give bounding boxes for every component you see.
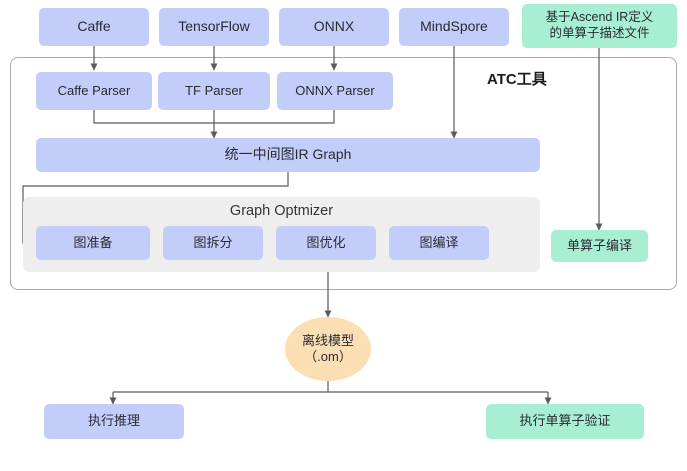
parser-caffe[interactable]: Caffe Parser — [36, 72, 152, 110]
parser-tf[interactable]: TF Parser — [158, 72, 270, 110]
graph-optimizer-title: Graph Optmizer — [229, 203, 334, 219]
framework-caffe[interactable]: Caffe — [39, 8, 149, 46]
output-single-operator-verify[interactable]: 执行单算子验证 — [486, 404, 644, 439]
single-operator-description-file[interactable]: 基于Ascend IR定义 的单算子描述文件 — [522, 4, 677, 48]
parser-onnx[interactable]: ONNX Parser — [277, 72, 393, 110]
ir-graph-node[interactable]: 统一中间图IR Graph — [36, 138, 540, 172]
atc-tool-title: ATC工具 — [487, 71, 547, 88]
stage-graph-compile[interactable]: 图编译 — [389, 226, 489, 260]
output-run-inference[interactable]: 执行推理 — [44, 404, 184, 439]
single-operator-compile[interactable]: 单算子编译 — [551, 230, 648, 262]
framework-tensorflow[interactable]: TensorFlow — [159, 8, 269, 46]
stage-graph-prepare[interactable]: 图准备 — [36, 226, 150, 260]
offline-model-node[interactable]: 离线模型 （.om） — [285, 317, 371, 381]
atc-tool-container — [10, 57, 677, 290]
stage-graph-split[interactable]: 图拆分 — [163, 226, 263, 260]
framework-mindspore[interactable]: MindSpore — [399, 8, 509, 46]
framework-onnx[interactable]: ONNX — [279, 8, 389, 46]
stage-graph-optimize[interactable]: 图优化 — [276, 226, 376, 260]
